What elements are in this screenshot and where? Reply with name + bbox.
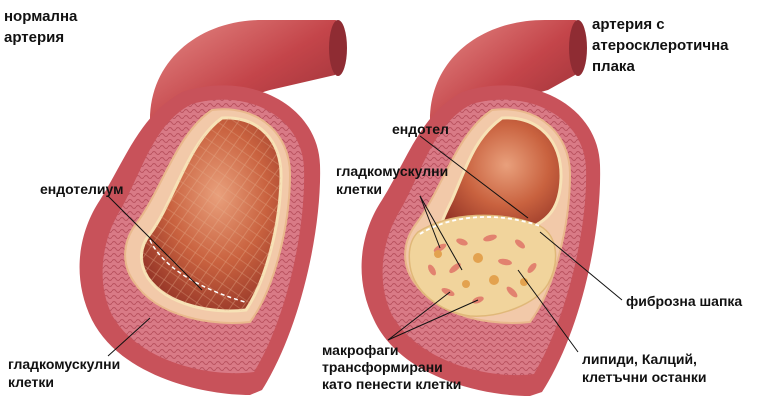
- normal-tube-end: [329, 20, 347, 76]
- normal-artery-drawing: [80, 20, 347, 395]
- plaque-artery-drawing: [362, 20, 622, 396]
- lipids-label: липиди, Калций, клетъчни останки: [582, 350, 707, 386]
- macrophages-label: макрофаги трансформирани като пенести кл…: [322, 342, 461, 393]
- endothelium-label: ендотелиум: [40, 180, 123, 198]
- normal-smooth-muscle-label: гладкомускулни клетки: [8, 355, 120, 391]
- endothel-label: ендотел: [392, 120, 449, 138]
- plaque-tube-end: [569, 20, 587, 76]
- plaque-artery-title: артерия с атеросклеротична плака: [592, 14, 729, 77]
- fibrous-cap-label: фиброзна шапка: [626, 292, 742, 310]
- normal-artery-title: нормална артерия: [4, 6, 77, 48]
- plaque-smooth-muscle-label: гладкомускулни клетки: [336, 162, 448, 198]
